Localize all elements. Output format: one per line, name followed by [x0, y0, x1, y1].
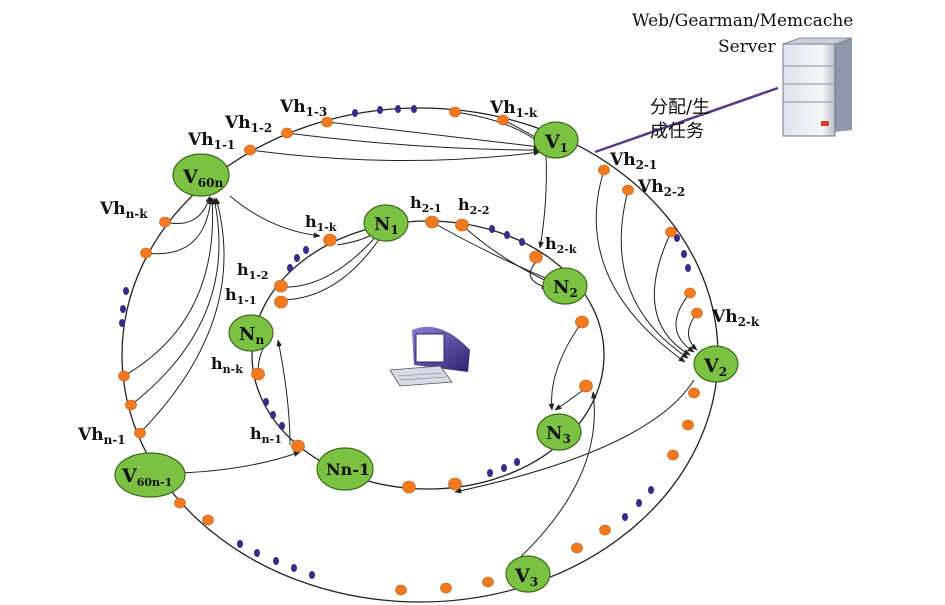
svg-text:Vh1-1: Vh1-1: [187, 130, 235, 152]
node-v2-sub: 2: [719, 365, 727, 379]
node-v1[interactable]: V1: [533, 121, 579, 159]
svg-text:h1-k: h1-k: [305, 212, 337, 234]
svg-text:V2: V2: [703, 355, 727, 379]
node-nn[interactable]: Nn: [228, 314, 274, 352]
node-n1-label: N: [374, 214, 390, 235]
node-v1-sub: 1: [560, 141, 568, 155]
svg-text:Vh2-2: Vh2-2: [637, 177, 685, 199]
node-v2[interactable]: V2: [693, 345, 739, 383]
server-icon: [782, 37, 853, 137]
node-v60n-label: V: [182, 166, 199, 188]
node-v60n[interactable]: V60n: [172, 153, 230, 197]
svg-text:hn-1: hn-1: [250, 424, 282, 446]
node-v60n-1-sub: 60n-1: [137, 476, 173, 489]
node-v60n-1[interactable]: V60n-1: [114, 452, 186, 498]
svg-text:Vh1-3: Vh1-3: [279, 97, 327, 119]
hop-labels: Vh1-3 Vh1-2 Vh1-1 Vh1-k Vh2-1 Vh2-2 Vh2-…: [77, 97, 760, 447]
svg-text:h2-1: h2-1: [410, 193, 442, 215]
task-label-line2: 成任务: [650, 121, 704, 142]
node-v3-sub: 3: [530, 575, 538, 589]
node-n3-label: N: [546, 423, 562, 444]
node-nn-label: N: [239, 324, 255, 345]
server-link: [594, 86, 779, 154]
svg-text:V3: V3: [514, 565, 538, 589]
server-title-line1: Web/Gearman/Memcache: [632, 11, 853, 31]
node-nn-1[interactable]: Nn-1: [316, 447, 374, 491]
svg-text:Vhn-1: Vhn-1: [77, 425, 126, 447]
svg-text:N1: N1: [374, 214, 399, 237]
svg-text:V1: V1: [544, 131, 568, 155]
svg-text:V60n: V60n: [182, 166, 223, 190]
svg-text:Vh2-k: Vh2-k: [711, 307, 760, 329]
edges-to-v2: [595, 169, 698, 363]
node-n2-label: N: [553, 277, 569, 298]
task-label-line1: 分配/生: [650, 97, 710, 118]
svg-text:h1-1: h1-1: [225, 285, 257, 307]
node-n3-sub: 3: [562, 432, 570, 446]
node-v1-label: V: [544, 131, 561, 153]
node-n1-sub: 1: [390, 223, 398, 237]
svg-text:h2-2: h2-2: [458, 195, 490, 217]
server-title-line2: Server: [718, 37, 776, 57]
node-n2-sub: 2: [569, 286, 577, 300]
node-nn-sub: n: [255, 333, 264, 347]
svg-text:N3: N3: [546, 423, 571, 446]
svg-text:h1-2: h1-2: [237, 260, 269, 282]
svg-text:h2-k: h2-k: [545, 234, 577, 256]
node-v3-label: V: [514, 565, 531, 587]
node-v2-label: V: [703, 355, 720, 377]
svg-text:V60n-1: V60n-1: [121, 465, 172, 489]
edges-to-v60n: [123, 195, 225, 434]
svg-text:Vhn-k: Vhn-k: [99, 199, 148, 221]
node-n1[interactable]: N1: [363, 204, 409, 242]
svg-text:Vh1-k: Vh1-k: [489, 98, 538, 120]
orange-dots: [118, 106, 703, 596]
node-v60n-sub: 60n: [198, 176, 224, 190]
svg-text:Vh1-2: Vh1-2: [224, 113, 272, 135]
svg-text:N2: N2: [553, 277, 578, 300]
svg-text:Vh2-1: Vh2-1: [609, 150, 657, 172]
node-v3[interactable]: V3: [505, 555, 551, 593]
node-n3[interactable]: N3: [536, 413, 582, 451]
purple-dots: [119, 105, 691, 579]
node-nn-1-label: Nn-1: [326, 460, 370, 479]
svg-text:hn-k: hn-k: [211, 354, 243, 376]
svg-text:Nn: Nn: [239, 324, 264, 347]
node-n2[interactable]: N2: [542, 267, 588, 305]
computer-icon: [389, 326, 470, 387]
node-v60n-1-label: V: [121, 465, 138, 487]
edges-to-v1: [249, 111, 541, 161]
